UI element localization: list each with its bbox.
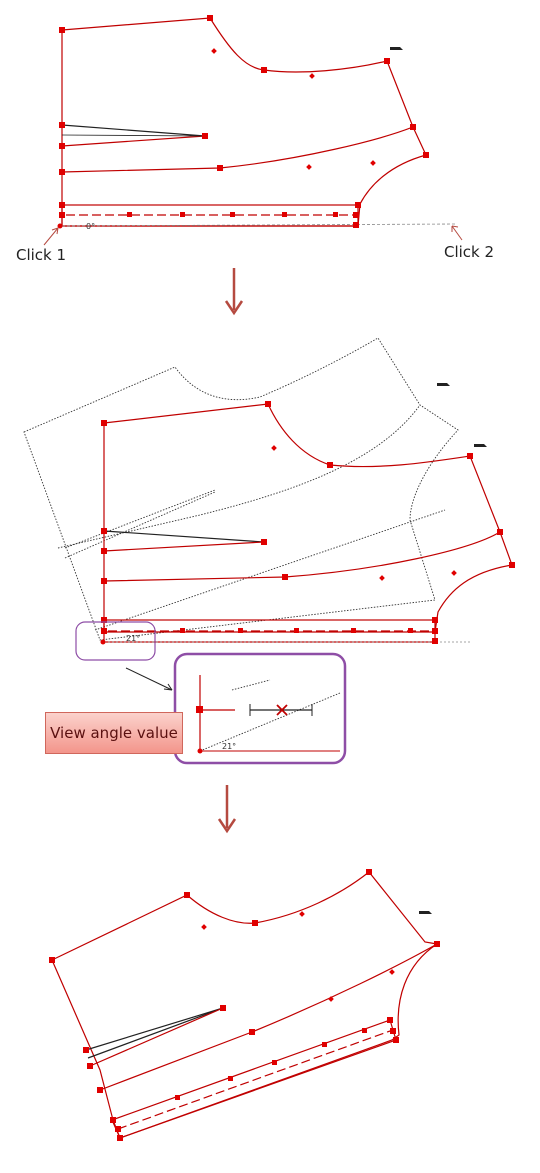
bodice-outline [61, 17, 427, 227]
angle-value-label: 21° [126, 634, 140, 643]
angle-zero-label: 0° [86, 222, 95, 231]
zoom-pointer [125, 667, 173, 691]
panel-2-points [100, 401, 515, 645]
panel-3-points [49, 869, 440, 1141]
waist-curve [61, 126, 414, 173]
pen-icon-3 [474, 444, 487, 447]
click2-label: Click 2 [444, 243, 495, 261]
click1-label: Click 1 [16, 246, 67, 264]
pen-icon-4 [419, 911, 432, 914]
panel-2-pattern [103, 403, 513, 643]
panel-3-rotated-pattern [51, 871, 439, 1139]
reference-line [61, 223, 456, 227]
view-angle-callout: View angle value [45, 712, 183, 754]
click2-pointer [451, 225, 463, 241]
pen-icon-2 [437, 383, 450, 386]
magnifier-panel: 21° [173, 652, 347, 765]
panel-2-rotated-ghost [23, 337, 459, 641]
panel-1-points [57, 15, 429, 229]
click1-pointer [43, 227, 59, 246]
pen-icon [390, 47, 403, 50]
dart-upper [61, 124, 206, 137]
dart-lower [61, 135, 206, 147]
magnified-angle-label: 21° [222, 742, 236, 751]
highlight-box [75, 621, 156, 661]
